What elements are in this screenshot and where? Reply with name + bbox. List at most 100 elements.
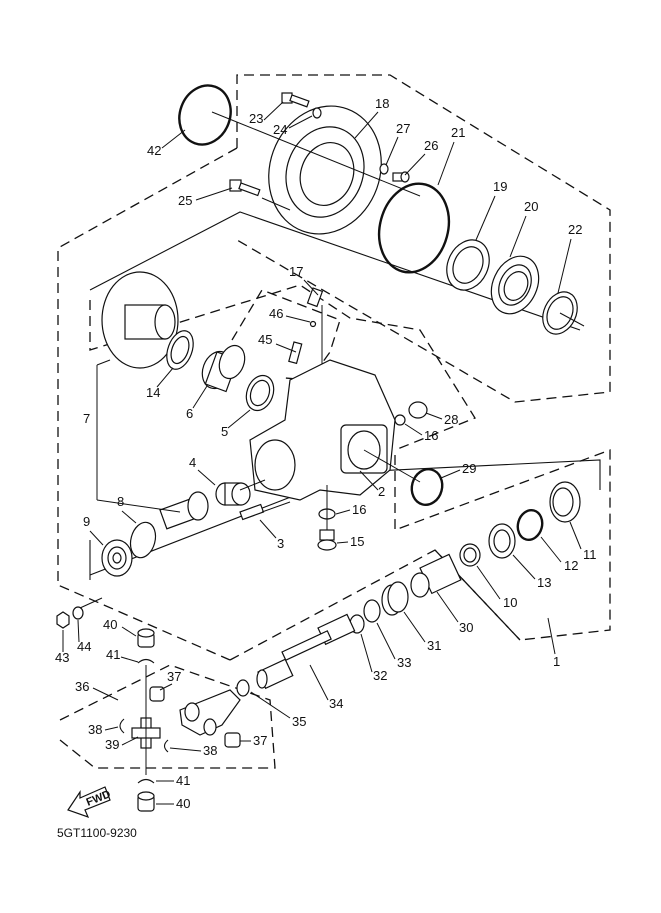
part-11-ring-nut [549,481,581,523]
callout-leader-line [557,238,572,294]
part-13-oil-seal [488,523,516,559]
callout-number: 19 [493,179,507,194]
callout-number: 37 [167,669,181,684]
callout-number: 44 [77,639,91,654]
callout-33: 33 [376,622,411,670]
callout-leader-line [335,509,351,515]
outline-pinion-group [394,449,611,641]
part-35-circlip [236,679,250,697]
callout-25: 25 [178,187,233,208]
callout-number: 2 [378,484,385,499]
axis-nut-washer [79,597,103,609]
part-37-bearing-cup-lower [224,732,241,748]
callout-leader-line [425,412,443,420]
callout-number: 41 [176,773,190,788]
callout-leader-line [437,141,455,186]
callout-leader-line [540,536,562,563]
callout-number: 46 [269,306,283,321]
callout-14: 14 [146,367,174,400]
callout-leader-line [120,656,139,663]
callout-number: 30 [459,620,473,635]
callout-11: 11 [569,521,597,562]
callout-labels: 1234567891011121314151616171819202122232… [55,96,597,811]
callout-leader-line [195,187,233,201]
callout-38: 38 [88,722,119,737]
callout-3: 3 [259,519,284,551]
callout-leader-line [404,153,426,176]
callout-26: 26 [404,138,438,176]
callout-29: 29 [440,461,476,479]
callout-leader-line [169,747,202,752]
callout-17: 17 [289,264,319,296]
callout-number: 22 [568,222,582,237]
callout-leader-line [121,736,139,746]
callout-leader-line [197,469,216,486]
callout-leader-line [569,521,582,550]
callout-number: 12 [564,558,578,573]
callout-number: 3 [277,536,284,551]
callout-number: 4 [189,455,196,470]
callout-34: 34 [309,664,343,711]
part-5-seal [245,374,275,412]
callout-number: 34 [329,696,343,711]
callout-leader-line [303,279,319,296]
callout-number: 9 [83,514,90,529]
callout-31: 31 [403,611,441,653]
callout-leader-line [159,683,173,691]
frame-pinion-assembly [89,459,601,576]
callout-number: 40 [176,796,190,811]
part-42-o-ring [178,84,232,146]
callout-12: 12 [540,536,578,573]
callout-number: 18 [375,96,389,111]
callout-number: 38 [203,743,217,758]
callout-number: 23 [249,111,263,126]
part-7-ring-gear [101,271,179,369]
part-27-washer [379,163,389,175]
part-36-yoke [179,689,241,736]
part-7-pinion-gear [159,491,209,530]
callout-30: 30 [436,591,473,635]
part-3-stud [239,503,265,521]
callout-16: 16 [404,423,438,443]
callout-40: 40 [103,617,137,637]
callout-16: 16 [335,502,366,517]
callout-40: 40 [156,796,190,811]
callout-number: 16 [424,428,438,443]
callout-number: 36 [75,679,89,694]
callout-leader-line [77,619,80,643]
callout-number: 27 [396,121,410,136]
callout-leader-line [336,541,349,544]
callout-leader-line [404,423,423,436]
callout-leader-line [121,626,137,637]
axis-pinion [239,479,266,491]
callout-leader-line [476,565,501,600]
callout-number: 17 [289,264,303,279]
callout-number: 39 [105,737,119,752]
callout-27: 27 [385,121,410,166]
drawing-code: 5GT1100-9230 [57,826,137,840]
callout-39: 39 [105,736,139,752]
callout-number: 6 [186,406,193,421]
callout-number: 40 [103,617,117,632]
callout-number: 15 [350,534,364,549]
part-28-plug [408,401,428,419]
callout-number: 31 [427,638,441,653]
part-16-washer-upper [394,414,406,426]
callout-number: 13 [537,575,551,590]
callout-7-bracket-line [96,359,111,366]
part-46-clip [309,320,317,328]
callout-leader-line [92,687,119,701]
part-43-nut [56,611,70,629]
callout-23: 23 [249,101,284,126]
part-12-o-ring [516,508,544,542]
callout-5: 5 [221,409,251,439]
callout-leader-line [376,622,396,660]
callout-number: 38 [88,722,102,737]
callout-leader-line [121,510,137,524]
part-4-bearing [215,482,251,506]
callout-leader-line [354,111,379,139]
assembly-frames [89,211,601,580]
part-23-bolt [281,92,310,108]
callout-leader-line [263,101,284,121]
callout-leader-line [512,554,536,580]
